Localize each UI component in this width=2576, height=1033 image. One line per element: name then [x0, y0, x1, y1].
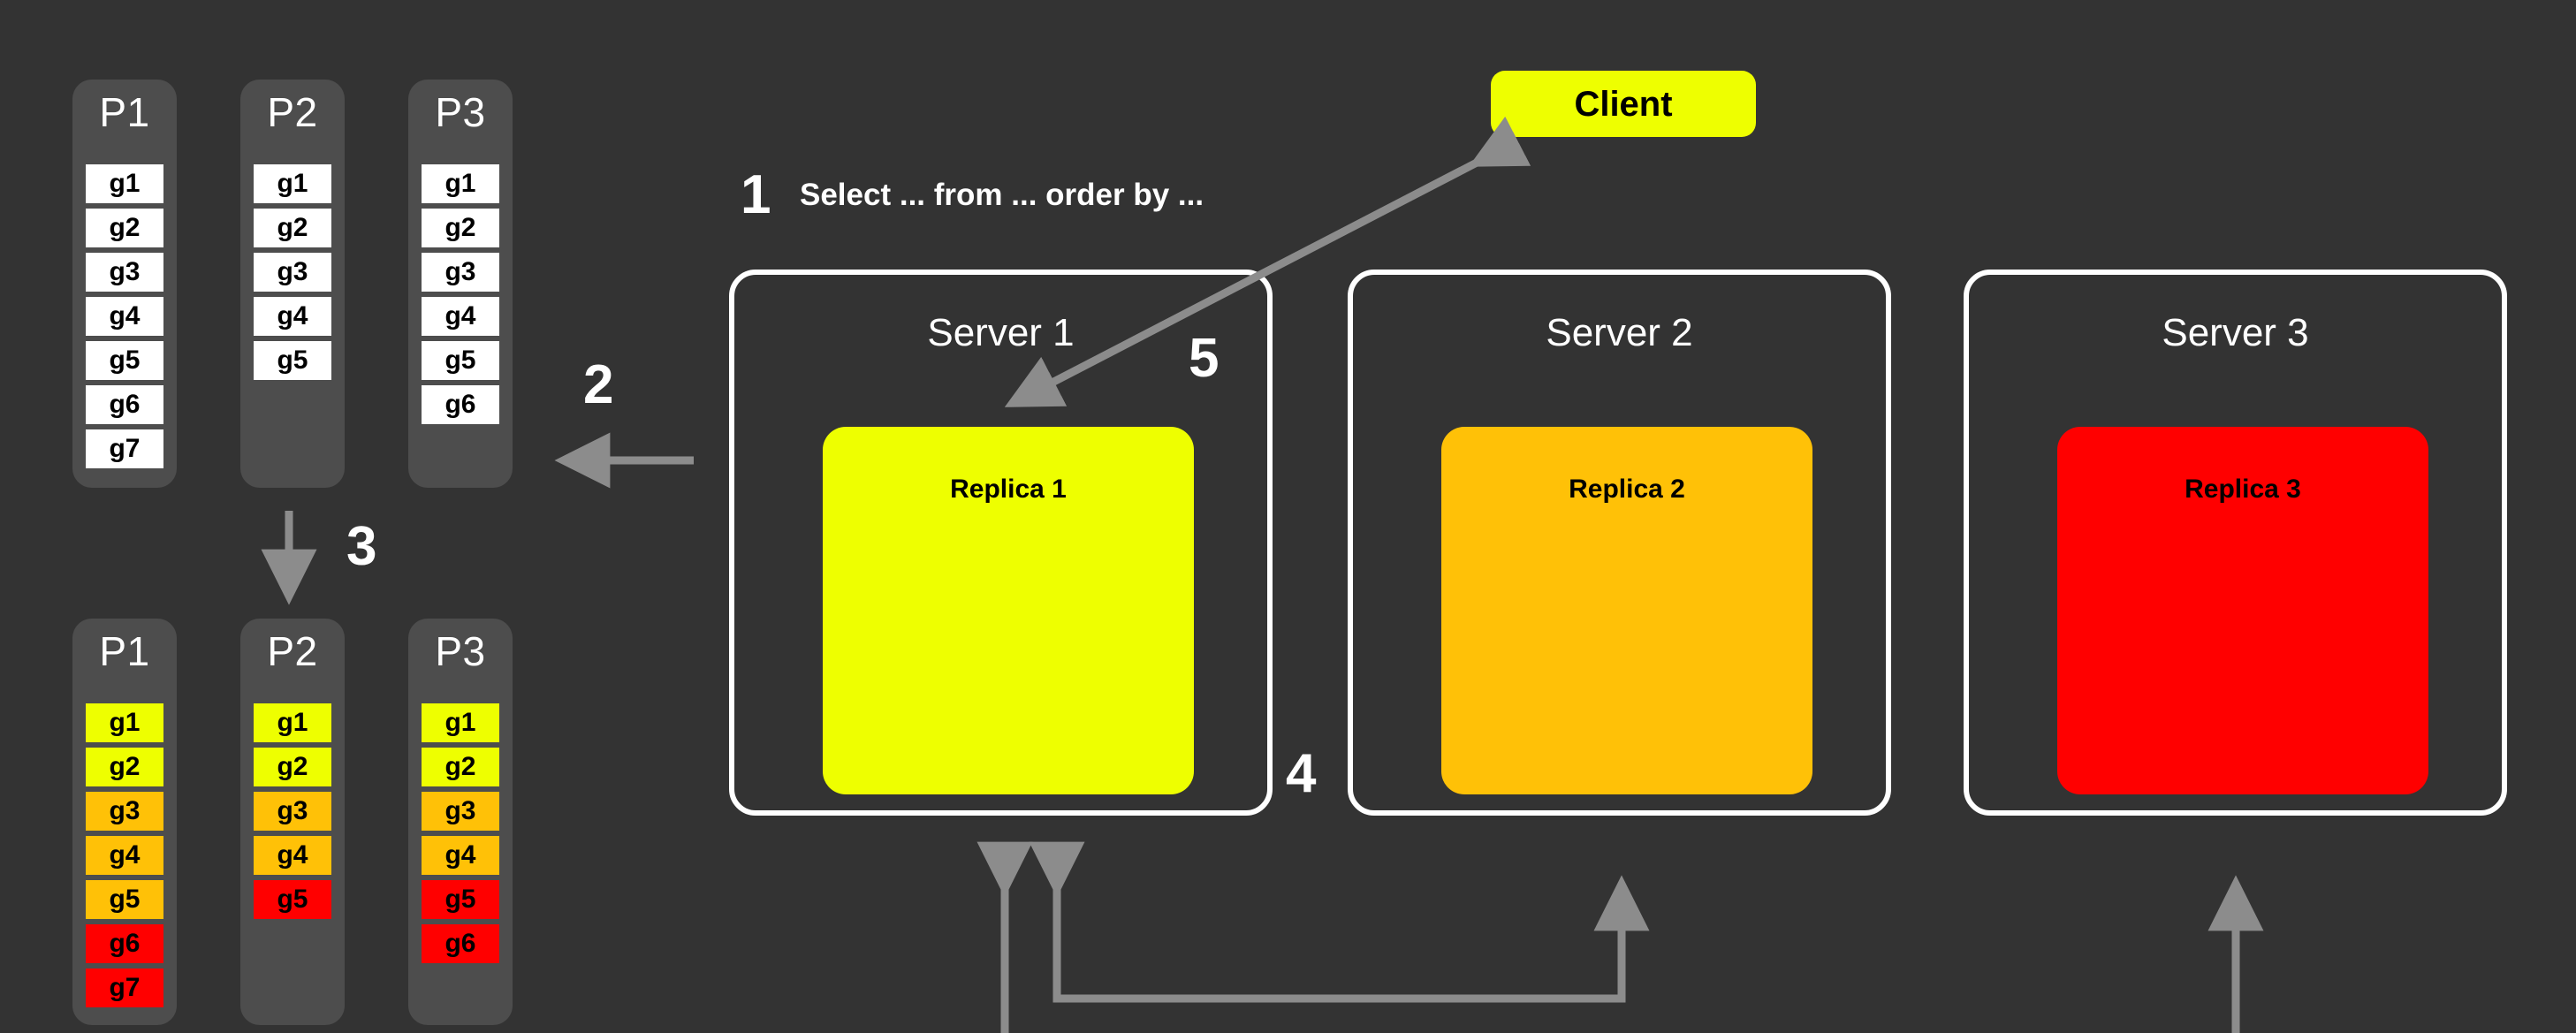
partition-bottom-p1: P1 g1 g2 g3 g4 g5 g6 g7 — [72, 619, 177, 1025]
partition-cell: g3 — [422, 253, 499, 292]
partition-cell: g6 — [86, 924, 163, 963]
partition-cell: g4 — [86, 297, 163, 336]
client-label: Client — [1574, 84, 1673, 124]
arrow-step-4-inner — [1029, 841, 1650, 1003]
partition-cell: g4 — [254, 297, 331, 336]
step-number-1: 1 — [741, 164, 771, 225]
partition-cells: g1 g2 g3 g4 g5 — [254, 703, 331, 924]
partition-cell: g5 — [422, 880, 499, 919]
client-box[interactable]: Client — [1491, 71, 1756, 137]
partition-cell: g3 — [86, 792, 163, 831]
step-number-5: 5 — [1189, 328, 1220, 389]
partition-title: P2 — [267, 628, 318, 674]
partition-cell: g2 — [86, 209, 163, 247]
server-3-box[interactable]: Server 3 Replica 3 — [1964, 270, 2507, 816]
step-number-4: 4 — [1286, 743, 1317, 804]
partition-cell: g3 — [86, 253, 163, 292]
partition-cell: g2 — [422, 209, 499, 247]
partition-cell: g5 — [254, 880, 331, 919]
step-number-3: 3 — [346, 516, 377, 577]
partition-cells: g1 g2 g3 g4 g5 g6 g7 — [86, 164, 163, 474]
server-title: Server 2 — [1546, 311, 1693, 354]
partition-cell: g2 — [254, 209, 331, 247]
partition-cell: g6 — [422, 385, 499, 424]
partition-cell: g2 — [422, 748, 499, 786]
partition-cell: g4 — [86, 836, 163, 875]
partition-cell: g6 — [86, 385, 163, 424]
partition-cell: g5 — [422, 341, 499, 380]
partition-cell: g3 — [254, 253, 331, 292]
partition-cell: g5 — [86, 341, 163, 380]
server-title: Server 3 — [2162, 311, 2309, 354]
partition-top-p1: P1 g1 g2 g3 g4 g5 g6 g7 — [72, 80, 177, 488]
partition-cell: g4 — [422, 297, 499, 336]
step-number-2: 2 — [583, 354, 614, 415]
partition-cell: g2 — [254, 748, 331, 786]
server-2-box[interactable]: Server 2 Replica 2 — [1348, 270, 1891, 816]
replica-2-box[interactable]: Replica 2 — [1441, 427, 1812, 794]
partition-cell: g1 — [422, 164, 499, 203]
partition-cells: g1 g2 g3 g4 g5 g6 g7 — [86, 703, 163, 1013]
replica-label: Replica 2 — [1569, 475, 1685, 504]
server-1-box[interactable]: Server 1 Replica 1 — [729, 270, 1273, 816]
partition-cell: g7 — [86, 968, 163, 1007]
replica-1-box[interactable]: Replica 1 — [823, 427, 1194, 794]
partition-bottom-p2: P2 g1 g2 g3 g4 g5 — [240, 619, 345, 1025]
partition-cell: g5 — [86, 880, 163, 919]
arrow-step-4-outer — [976, 841, 2264, 1033]
server-title: Server 1 — [927, 311, 1075, 354]
query-text: Select ... from ... order by ... — [800, 178, 1204, 212]
partition-title: P2 — [267, 89, 318, 135]
partition-bottom-p3: P3 g1 g2 g3 g4 g5 g6 — [408, 619, 513, 1025]
partition-cell: g4 — [422, 836, 499, 875]
partition-top-p3: P3 g1 g2 g3 g4 g5 g6 — [408, 80, 513, 488]
partition-cell: g1 — [86, 703, 163, 742]
partition-title: P3 — [435, 89, 486, 135]
partition-cell: g6 — [422, 924, 499, 963]
partition-cells: g1 g2 g3 g4 g5 g6 — [422, 703, 499, 968]
partition-top-p2: P2 g1 g2 g3 g4 g5 — [240, 80, 345, 488]
replica-label: Replica 3 — [2185, 475, 2301, 504]
partition-cell: g1 — [254, 164, 331, 203]
partition-cells: g1 g2 g3 g4 g5 g6 — [422, 164, 499, 429]
partition-cells: g1 g2 g3 g4 g5 — [254, 164, 331, 385]
partition-cell: g4 — [254, 836, 331, 875]
partition-cell: g3 — [254, 792, 331, 831]
partition-cell: g5 — [254, 341, 331, 380]
partition-cell: g1 — [254, 703, 331, 742]
partition-cell: g3 — [422, 792, 499, 831]
replica-label: Replica 1 — [950, 475, 1067, 504]
replica-3-box[interactable]: Replica 3 — [2057, 427, 2428, 794]
partition-title: P3 — [435, 628, 486, 674]
partition-title: P1 — [99, 628, 150, 674]
partition-cell: g2 — [86, 748, 163, 786]
partition-cell: g1 — [422, 703, 499, 742]
partition-cell: g7 — [86, 429, 163, 468]
partition-cell: g1 — [86, 164, 163, 203]
partition-title: P1 — [99, 89, 150, 135]
